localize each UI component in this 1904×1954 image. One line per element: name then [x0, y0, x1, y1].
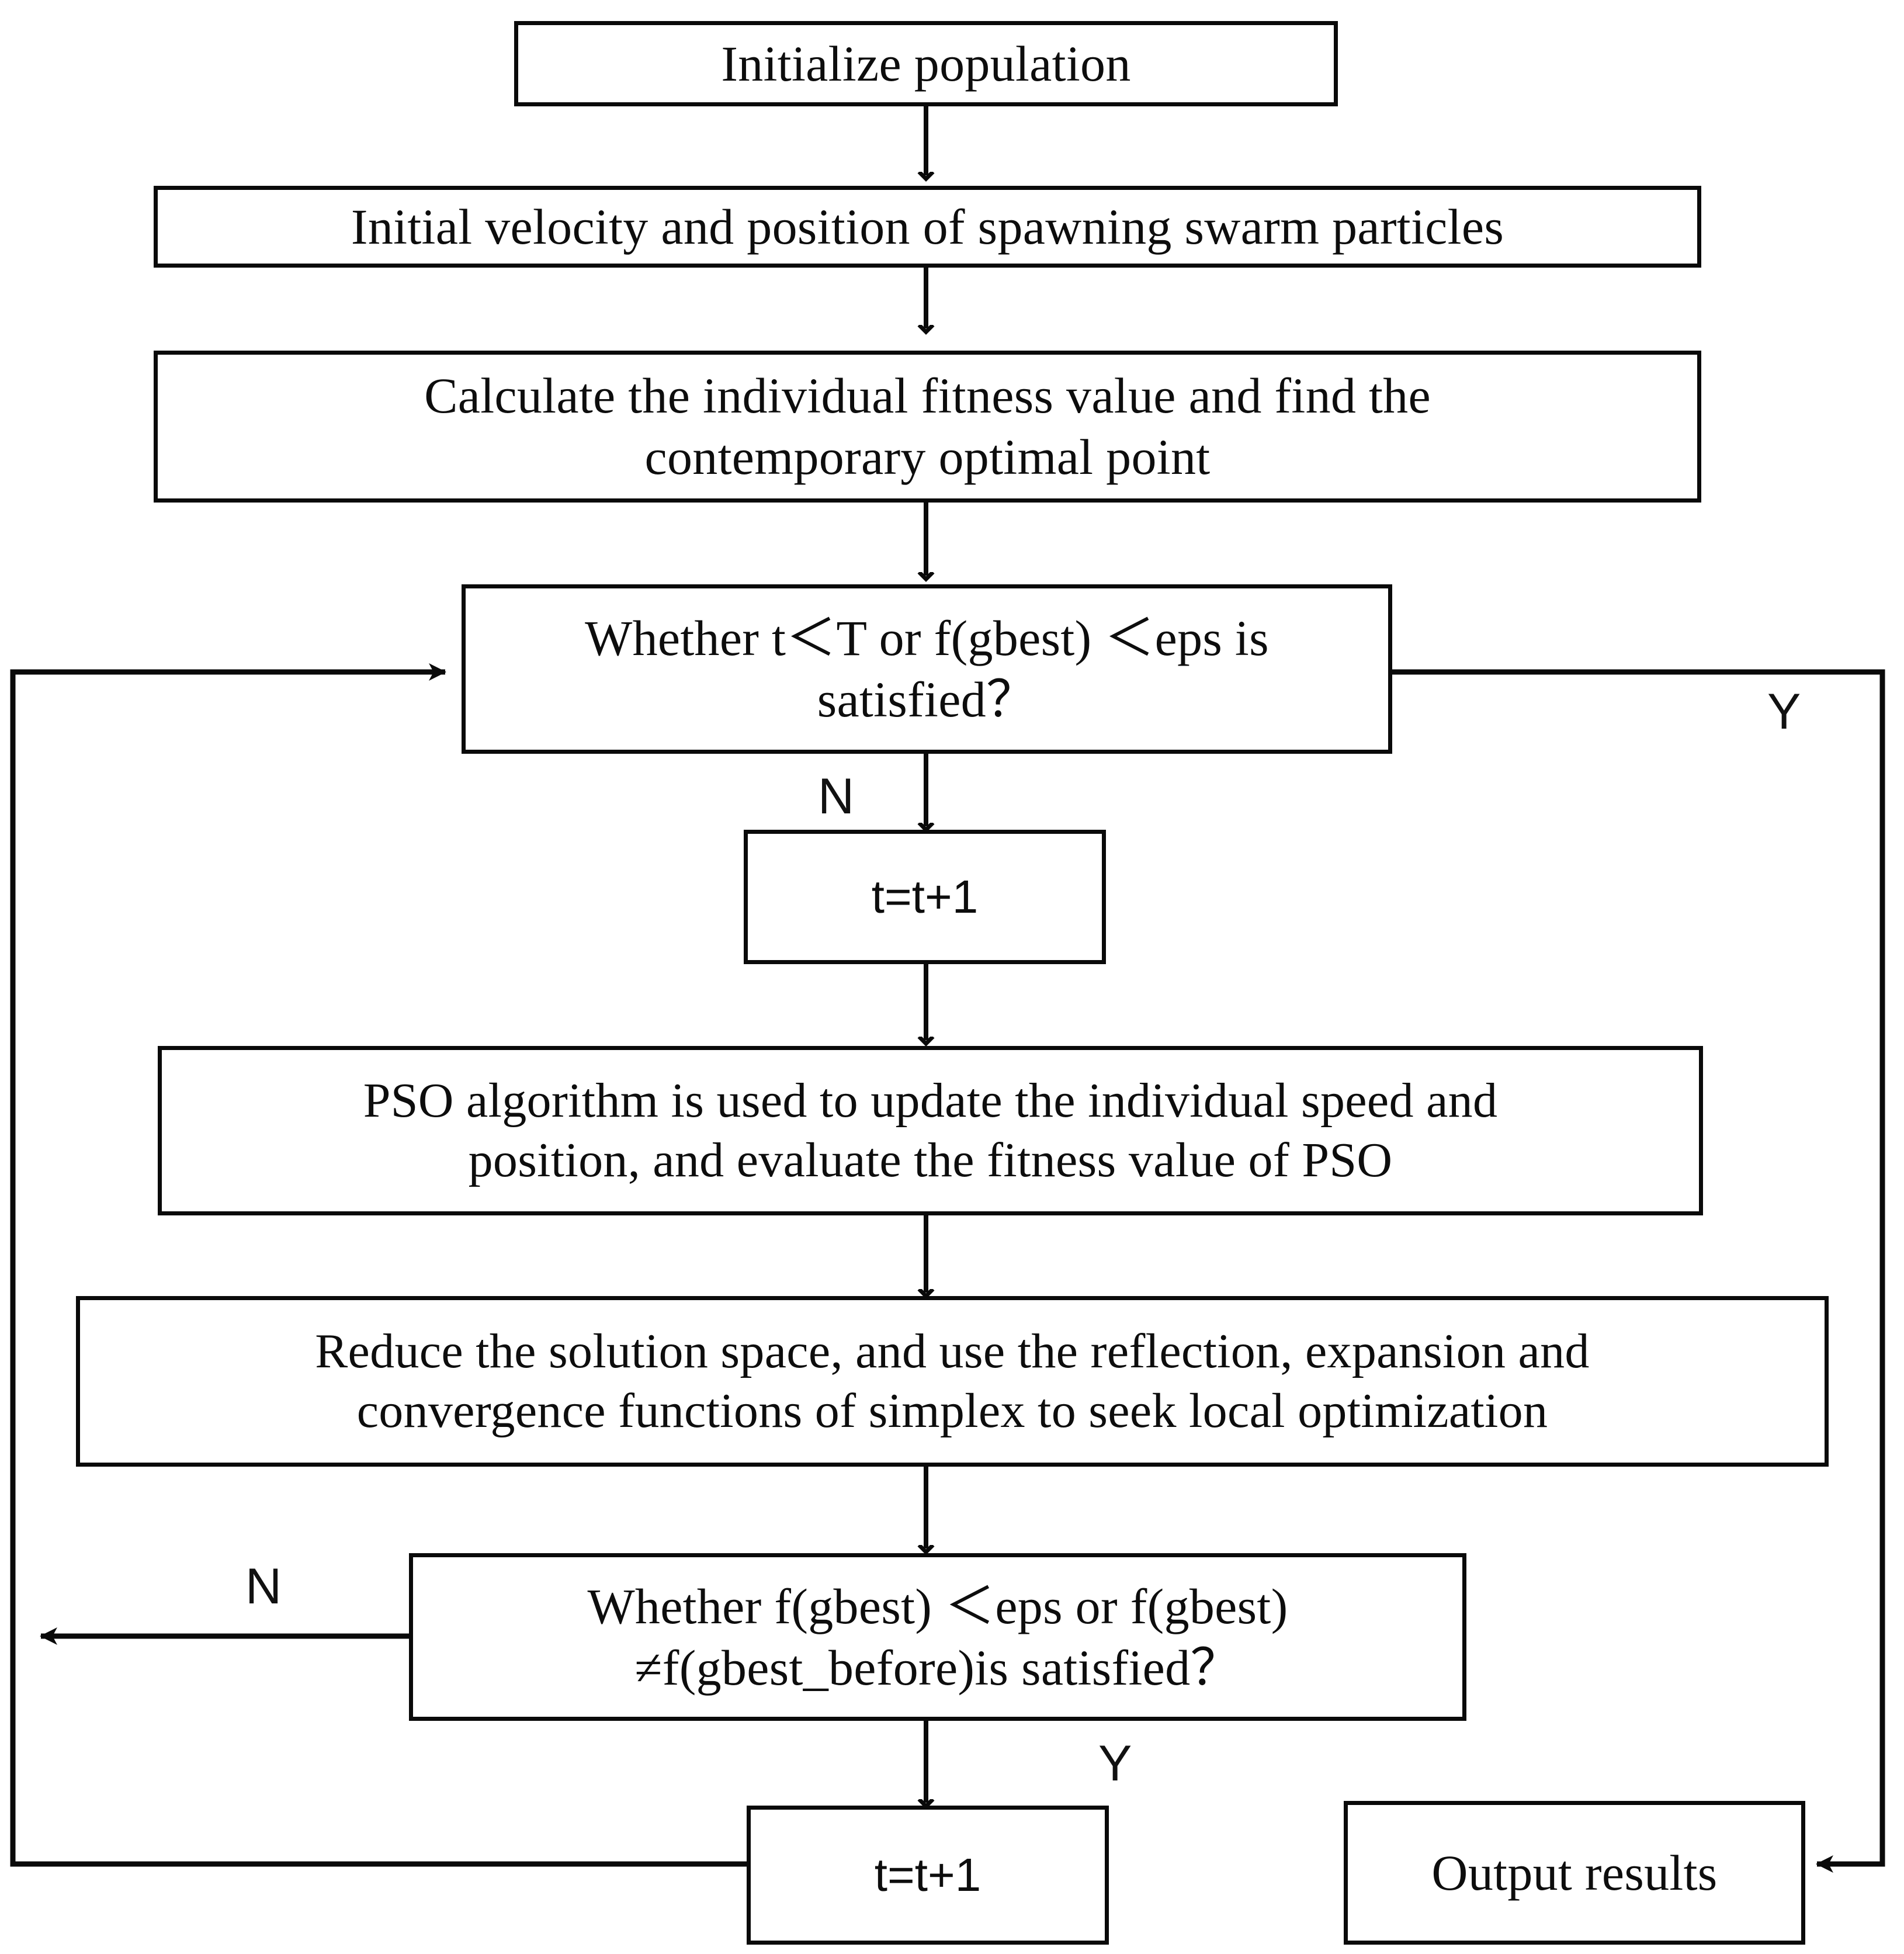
node-pso-update-label: PSO algorithm is used to update the indi…	[363, 1073, 1498, 1187]
node-calculate-fitness[interactable]: Calculate the individual fitness value a…	[154, 351, 1701, 503]
branch-label-convergence-no: N	[245, 1558, 282, 1615]
node-initialize-population-label: Initialize population	[721, 35, 1131, 92]
node-output-results-label: Output results	[1431, 1844, 1718, 1901]
branch-label-iteration-yes: Y	[1767, 684, 1801, 740]
node-pso-update[interactable]: PSO algorithm is used to update the indi…	[158, 1046, 1703, 1215]
node-increment-top-label: t=t+1	[871, 871, 979, 923]
node-increment-bottom-label: t=t+1	[874, 1849, 982, 1901]
node-calculate-fitness-label: Calculate the individual fitness value a…	[424, 368, 1431, 485]
node-decision-convergence[interactable]: Whether f(gbest) ＜eps or f(gbest) ≠f(gbe…	[409, 1553, 1466, 1721]
branch-label-convergence-yes: Y	[1098, 1735, 1132, 1792]
node-simplex-local[interactable]: Reduce the solution space, and use the r…	[76, 1296, 1829, 1467]
edge-yes-to-output	[1392, 669, 1885, 1873]
node-initialize-population[interactable]: Initialize population	[514, 21, 1338, 106]
node-decision-convergence-label: Whether f(gbest) ＜eps or f(gbest) ≠f(gbe…	[587, 1578, 1288, 1696]
node-initial-velocity[interactable]: Initial velocity and position of spawnin…	[154, 186, 1701, 268]
node-initial-velocity-label: Initial velocity and position of spawnin…	[351, 198, 1504, 255]
node-increment-bottom[interactable]: t=t+1	[747, 1806, 1109, 1945]
node-decision-iteration-label: Whether t＜T or f(gbest) ＜eps is satisfie…	[585, 610, 1269, 727]
node-increment-top[interactable]: t=t+1	[744, 830, 1106, 964]
node-output-results[interactable]: Output results	[1344, 1801, 1805, 1945]
edge-bottom-loopback	[10, 663, 751, 1867]
node-simplex-local-label: Reduce the solution space, and use the r…	[315, 1324, 1590, 1438]
branch-label-iteration-no: N	[818, 768, 855, 824]
node-decision-iteration[interactable]: Whether t＜T or f(gbest) ＜eps is satisfie…	[462, 584, 1392, 754]
